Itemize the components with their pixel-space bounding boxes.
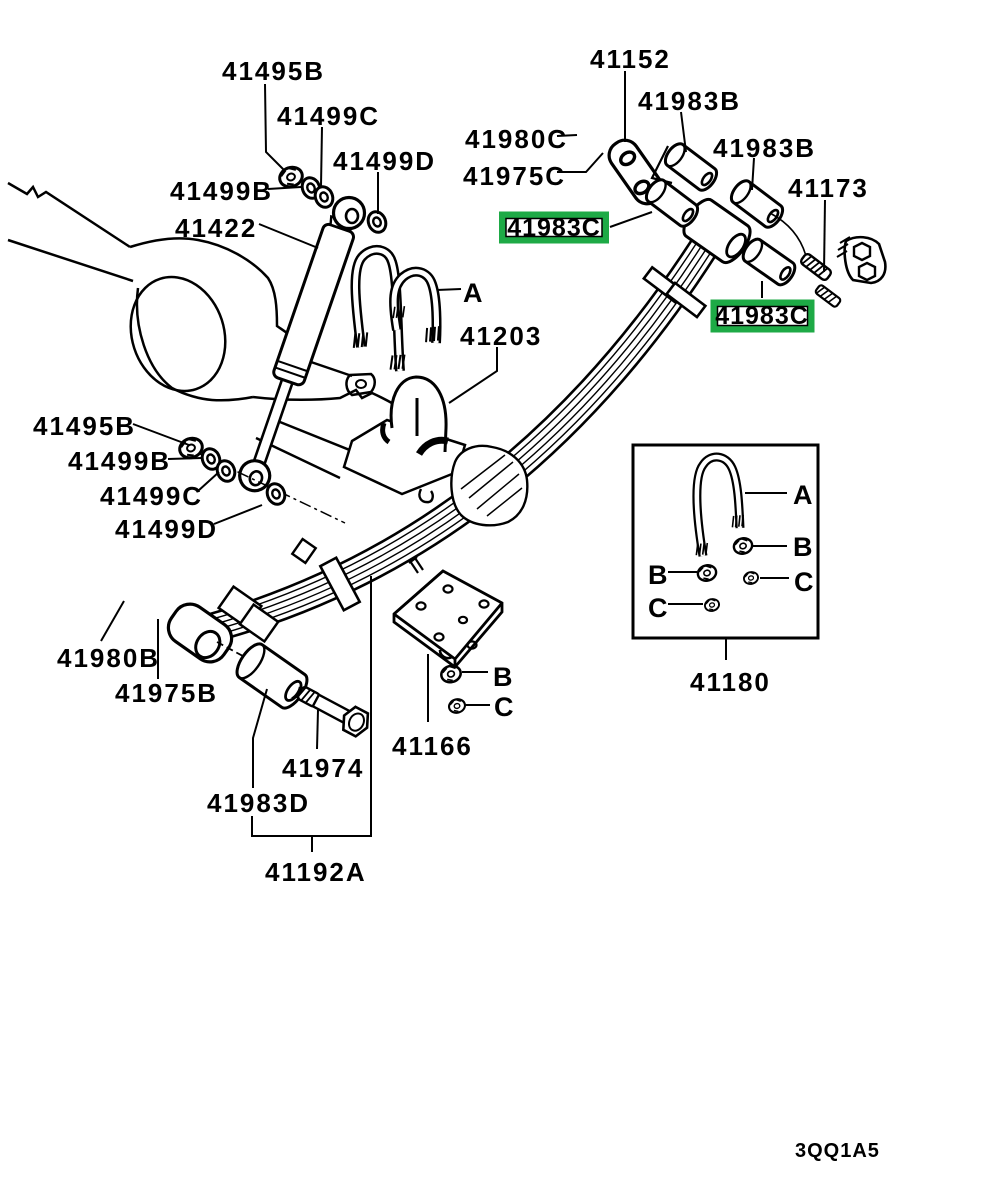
part-label-41166: 41166 xyxy=(392,731,473,761)
rear-shackle-assembly xyxy=(607,138,887,308)
nut-b-main xyxy=(438,662,464,686)
part-label-41983b-1: 41983B xyxy=(638,86,741,116)
spring-center-wrap xyxy=(450,444,529,527)
bolt-41974 xyxy=(296,686,370,738)
part-label-41975b: 41975B xyxy=(115,678,218,708)
part-label-41499b-top: 41499B xyxy=(170,176,273,206)
axle-tab xyxy=(290,537,318,565)
nut-c-inset-right xyxy=(741,569,761,587)
spring-clip-front xyxy=(318,555,362,613)
ref-letter-b-inset-left: B xyxy=(648,560,668,590)
part-label-41499c-left: 41499C xyxy=(100,481,203,511)
diagram-code: 3QQ1A5 xyxy=(795,1140,880,1162)
part-label-41180: 41180 xyxy=(690,667,771,697)
part-label-41173: 41173 xyxy=(788,173,869,203)
highlight-box-41983c-2: 41983C xyxy=(710,299,815,333)
ref-letter-c-main: C xyxy=(494,692,514,722)
part-label-41980c: 41980C xyxy=(465,124,568,154)
part-label-41422: 41422 xyxy=(175,213,257,243)
part-label-41495b-top: 41495B xyxy=(222,56,325,86)
front-clamp-plate-2 xyxy=(238,602,280,644)
frame-bracket xyxy=(836,235,887,285)
part-label-41152: 41152 xyxy=(590,44,671,74)
spring-clip-rear-2 xyxy=(664,281,708,319)
part-label-41499d-top: 41499D xyxy=(333,146,436,176)
shock-lower-mount-hardware xyxy=(175,433,346,524)
part-label-41975c: 41975C xyxy=(463,161,566,191)
ref-letter-a-inset: A xyxy=(793,480,813,510)
highlight-boxes: 41983C 41983C xyxy=(499,211,815,333)
bushing-41983c-2 xyxy=(737,234,801,290)
bolt-41173 xyxy=(800,252,832,282)
ref-letter-a-main: A xyxy=(463,278,483,308)
part-label-41983c-1: 41983C xyxy=(507,214,601,242)
part-label-41974: 41974 xyxy=(282,753,364,783)
nut-c-main xyxy=(446,696,468,716)
spacer-block-41166 xyxy=(392,556,504,716)
ref-letter-b-main: B xyxy=(493,662,513,692)
front-eye-assembly xyxy=(166,584,370,738)
part-label-41499c-top: 41499C xyxy=(277,101,380,131)
ref-letter-b-inset-right: B xyxy=(793,532,813,562)
part-label-41203: 41203 xyxy=(460,321,542,351)
part-label-41499d-left: 41499D xyxy=(115,514,218,544)
leader-lines xyxy=(100,71,826,852)
labels: 41495B 41499C 41499D 41499B 41422 41152 … xyxy=(33,44,880,1162)
part-label-41192a: 41192A xyxy=(265,857,367,887)
spring-front-eye xyxy=(166,602,234,664)
highlight-box-41983c-1: 41983C xyxy=(499,211,609,244)
part-label-41983c-2: 41983C xyxy=(715,302,809,330)
part-label-41495b-left: 41495B xyxy=(33,411,136,441)
bump-stopper-41203 xyxy=(380,375,449,456)
ref-letter-c-inset-right: C xyxy=(794,567,814,597)
u-bolts xyxy=(350,245,442,372)
inset-box-41180 xyxy=(631,443,820,660)
bushing-41983d xyxy=(230,638,314,714)
part-label-41980b: 41980B xyxy=(57,643,160,673)
ref-letter-c-inset-left: C xyxy=(648,593,668,623)
part-label-41983d: 41983D xyxy=(207,788,310,818)
nut-b-inset-left xyxy=(694,562,720,585)
nut-b-inset-right xyxy=(730,535,756,558)
part-label-41983b-2: 41983B xyxy=(713,133,816,163)
nut-c-inset-left xyxy=(702,596,722,614)
part-label-41499b-left: 41499B xyxy=(68,446,171,476)
bolt-41173-stud xyxy=(814,284,842,308)
spring-rear-eye xyxy=(682,197,752,265)
